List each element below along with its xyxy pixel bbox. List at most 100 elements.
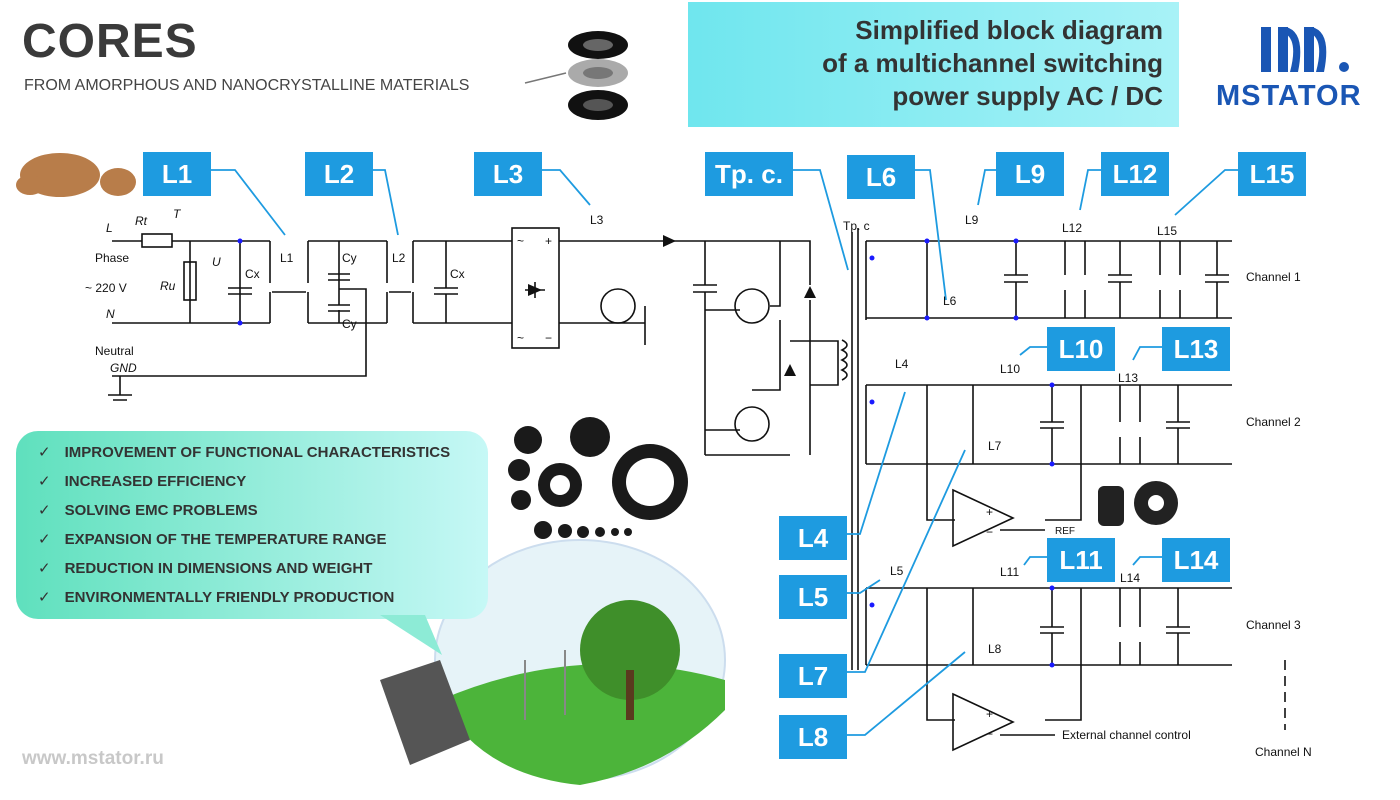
svg-text:REF: REF — [1055, 526, 1075, 537]
svg-text:L12: L12 — [1113, 159, 1158, 189]
diagram-title-line: of a multichannel switching — [822, 48, 1163, 78]
svg-text:Rt: Rt — [135, 214, 148, 228]
svg-text:−: − — [545, 331, 552, 345]
svg-text:U: U — [212, 255, 221, 269]
tag-L11: L11 — [1047, 538, 1115, 582]
svg-text:L7: L7 — [798, 661, 828, 691]
tag-L1: L1 — [143, 152, 211, 196]
svg-text:L9: L9 — [1015, 159, 1045, 189]
svg-text:~: ~ — [517, 331, 524, 345]
svg-text:L4: L4 — [798, 523, 829, 553]
schematic-labels: L Phase ~ 220 V N Neutral GND Rt T Ru U … — [85, 207, 1312, 759]
svg-text:L: L — [106, 221, 113, 235]
svg-text:+: + — [545, 234, 552, 248]
svg-text:T: T — [173, 207, 182, 221]
input-filter-wiring — [108, 227, 839, 456]
check-icon: ✓ — [38, 531, 51, 548]
check-icon: ✓ — [38, 589, 51, 606]
core-stack-image — [524, 31, 628, 120]
svg-text:L2: L2 — [392, 251, 406, 265]
svg-text:Channel 2: Channel 2 — [1246, 415, 1301, 429]
svg-text:Cx: Cx — [450, 267, 465, 281]
svg-text:L6: L6 — [866, 162, 896, 192]
svg-text:Cx: Cx — [245, 267, 260, 281]
svg-text:L9: L9 — [965, 213, 979, 227]
transformer — [840, 228, 1286, 752]
svg-text:Cy: Cy — [342, 251, 357, 265]
svg-text:L12: L12 — [1062, 221, 1082, 235]
svg-text:Neutral: Neutral — [95, 344, 134, 358]
logo-icon — [1261, 27, 1349, 72]
check-icon: ✓ — [38, 473, 51, 490]
svg-text:L15: L15 — [1157, 224, 1177, 238]
diagram-title-line: power supply AC / DC — [892, 81, 1163, 111]
benefit-item: ✓SOLVING EMC PROBLEMS — [38, 502, 258, 519]
benefit-item: ✓IMPROVEMENT OF FUNCTIONAL CHARACTERISTI… — [38, 444, 451, 461]
svg-text:+: + — [986, 707, 993, 721]
svg-text:L5: L5 — [798, 582, 828, 612]
svg-text:L10: L10 — [1059, 334, 1104, 364]
logo-text: MSTATOR — [1216, 80, 1362, 112]
diagram-title-line: Simplified block diagram — [855, 15, 1163, 45]
bubble-tail — [380, 615, 442, 655]
svg-text:L14: L14 — [1174, 545, 1219, 575]
rectifier-symbols — [528, 235, 816, 376]
callout-leaders — [211, 169, 1238, 736]
tag-L2: L2 — [305, 152, 373, 196]
svg-text:L1: L1 — [280, 251, 294, 265]
svg-text:L6: L6 — [943, 294, 957, 308]
tag-L10: L10 — [1047, 327, 1115, 371]
svg-text:Tp. c: Tp. c — [843, 219, 870, 233]
ferrite-rings-image — [508, 417, 688, 539]
small-cores-image — [1098, 481, 1178, 526]
svg-text:Cy: Cy — [342, 317, 357, 331]
check-icon: ✓ — [38, 502, 51, 519]
toroid-chokes-image — [16, 153, 136, 197]
svg-text:Tp. c.: Tp. c. — [715, 159, 783, 189]
svg-text:L14: L14 — [1120, 571, 1140, 585]
svg-text:Channel 1: Channel 1 — [1246, 270, 1301, 284]
svg-text:Channel N: Channel N — [1255, 745, 1312, 759]
svg-text:−: − — [986, 727, 993, 741]
page-title: CORES — [22, 15, 198, 68]
tag-L5: L5 — [779, 575, 847, 619]
benefit-item: ✓INCREASED EFFICIENCY — [38, 473, 247, 490]
check-icon: ✓ — [38, 560, 51, 577]
tag-transformer: Tp. c. — [705, 152, 793, 196]
svg-text:L11: L11 — [1000, 565, 1019, 579]
svg-text:L11: L11 — [1059, 545, 1102, 575]
svg-text:L15: L15 — [1250, 159, 1295, 189]
website-link[interactable]: www.mstator.ru — [22, 748, 164, 769]
node-dots — [237, 238, 1055, 668]
check-icon: ✓ — [38, 444, 51, 461]
tag-L6: L6 — [847, 155, 915, 199]
svg-text:L10: L10 — [1000, 362, 1020, 376]
svg-text:L4: L4 — [895, 357, 909, 371]
svg-text:+: + — [986, 505, 993, 519]
tag-L15: L15 — [1238, 152, 1306, 196]
svg-text:−: − — [986, 525, 993, 539]
benefit-item: ✓REDUCTION IN DIMENSIONS AND WEIGHT — [38, 560, 373, 577]
tag-L9: L9 — [996, 152, 1064, 196]
svg-text:Phase: Phase — [95, 251, 129, 265]
tag-L13: L13 — [1162, 327, 1230, 371]
svg-text:L2: L2 — [324, 159, 354, 189]
svg-text:GND: GND — [110, 361, 137, 375]
svg-text:L13: L13 — [1118, 371, 1138, 385]
tag-L3: L3 — [474, 152, 542, 196]
svg-text:L5: L5 — [890, 564, 904, 578]
svg-text:N: N — [106, 307, 115, 321]
svg-text:External channel control: External channel control — [1062, 728, 1191, 742]
svg-text:L3: L3 — [493, 159, 523, 189]
benefits-bubble: ✓IMPROVEMENT OF FUNCTIONAL CHARACTERISTI… — [16, 431, 488, 619]
svg-text:L3: L3 — [590, 213, 604, 227]
diagram-title: Simplified block diagram of a multichann… — [688, 2, 1179, 127]
svg-text:L1: L1 — [162, 159, 192, 189]
svg-text:Ru: Ru — [160, 279, 176, 293]
svg-text:~: ~ — [517, 234, 524, 248]
benefit-item: ✓ENVIRONMENTALLY FRIENDLY PRODUCTION — [38, 589, 395, 606]
tag-L14: L14 — [1162, 538, 1230, 582]
svg-text:~ 220 V: ~ 220 V — [85, 281, 127, 295]
tag-L7: L7 — [779, 654, 847, 698]
